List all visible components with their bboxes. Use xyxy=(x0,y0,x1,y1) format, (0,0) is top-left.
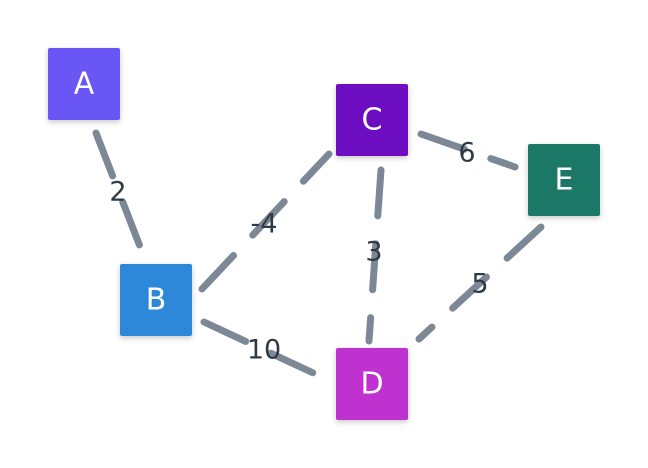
node-d-label: D xyxy=(360,367,383,402)
edge-weight-a-b: 2 xyxy=(109,177,126,208)
node-a[interactable]: A xyxy=(48,48,120,120)
edge-line-c-e xyxy=(417,130,519,171)
node-a-label: A xyxy=(74,67,95,102)
node-b-label: B xyxy=(146,283,167,318)
node-b-box xyxy=(120,264,192,336)
edge-weight-c-d: 3 xyxy=(365,237,382,268)
edge-line-c-d xyxy=(365,166,385,345)
edge-line-b-d xyxy=(200,318,328,382)
node-e-box xyxy=(528,144,600,216)
edges-layer: 2 -4 10 3 6 5 xyxy=(92,129,545,382)
edge-weight-e-d: 5 xyxy=(471,269,488,300)
node-b[interactable]: B xyxy=(120,264,192,336)
node-d[interactable]: D xyxy=(336,348,408,420)
node-c[interactable]: C xyxy=(336,84,408,156)
edge-line-b-c xyxy=(198,150,333,293)
node-d-box xyxy=(336,348,408,420)
edge-b-c: -4 xyxy=(198,150,333,293)
edge-line-e-d xyxy=(415,223,545,343)
edge-b-d: 10 xyxy=(200,318,328,382)
node-a-box xyxy=(48,48,120,120)
node-e[interactable]: E xyxy=(528,144,600,216)
edge-c-e: 6 xyxy=(417,130,519,171)
edge-a-b: 2 xyxy=(92,129,145,253)
edge-c-d: 3 xyxy=(365,166,385,345)
edge-weight-c-e: 6 xyxy=(458,138,475,169)
edge-line-a-b xyxy=(92,129,145,253)
nodes-layer: A B C D E xyxy=(48,48,600,420)
edge-weight-b-d: 10 xyxy=(247,335,281,366)
edge-weight-b-c: -4 xyxy=(251,209,278,240)
edge-e-d: 5 xyxy=(415,223,545,343)
node-c-label: C xyxy=(362,103,383,138)
node-e-label: E xyxy=(555,163,574,198)
node-c-box xyxy=(336,84,408,156)
